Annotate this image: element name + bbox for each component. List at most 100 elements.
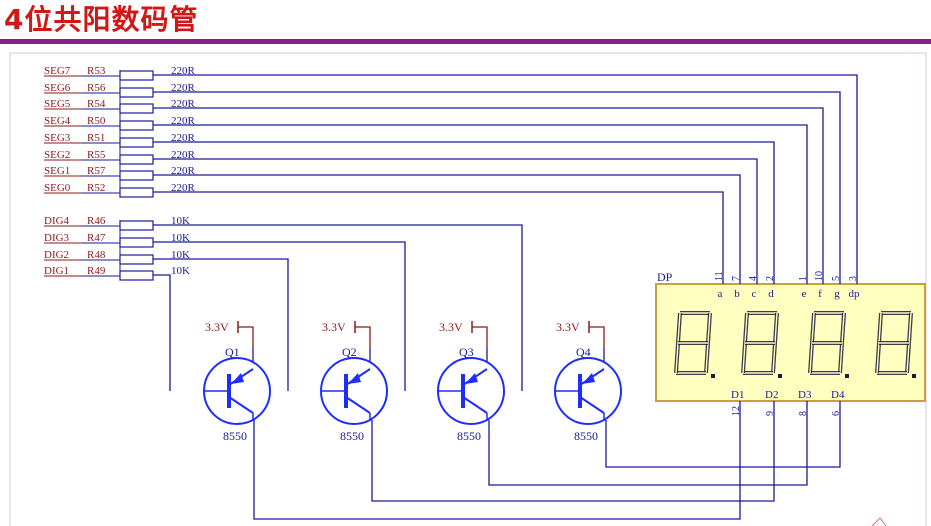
resistor-ref: R54 bbox=[87, 98, 106, 110]
digit-segment-inner bbox=[841, 312, 845, 344]
segment-wire bbox=[153, 191, 724, 284]
digit-common-wire bbox=[605, 401, 841, 468]
segment-pin-number: 11 bbox=[714, 271, 725, 281]
digit-segment-inner bbox=[772, 342, 776, 374]
segment-pin-number: 3 bbox=[848, 276, 859, 281]
net-label: SEG3 bbox=[44, 132, 71, 144]
digit-pin-label: D4 bbox=[831, 389, 845, 401]
resistor-value: 220R bbox=[171, 132, 196, 144]
emitter-arrow bbox=[231, 373, 244, 384]
digit-pin-label: D1 bbox=[731, 389, 744, 401]
digit-pin-label: D3 bbox=[798, 389, 812, 401]
resistor-body bbox=[119, 270, 154, 281]
segment-pin-number: 4 bbox=[748, 276, 759, 281]
resistor-body bbox=[119, 70, 154, 81]
supply-label: 3.3V bbox=[439, 320, 463, 334]
digit-common-wire bbox=[488, 401, 808, 486]
resistor-ref: R56 bbox=[87, 82, 106, 94]
segment-pin-label: f bbox=[818, 288, 822, 300]
net-label: SEG6 bbox=[44, 82, 71, 94]
resistor-ref: R47 bbox=[87, 232, 106, 244]
resistor-value: 10K bbox=[171, 232, 190, 244]
supply-rail bbox=[472, 326, 488, 348]
segment-pin-label: d bbox=[768, 288, 774, 300]
resistor-value: 220R bbox=[171, 82, 196, 94]
title-rule bbox=[0, 39, 931, 44]
supply-label: 3.3V bbox=[205, 320, 229, 334]
digit-dp bbox=[845, 374, 849, 378]
page-title: 4位共阳数码管 bbox=[4, 3, 199, 36]
wires bbox=[153, 74, 858, 520]
collector-leg bbox=[345, 396, 371, 414]
digit-segment-inner bbox=[811, 312, 815, 344]
digit-glyphs bbox=[674, 311, 916, 378]
digit-segment-inner bbox=[774, 312, 778, 344]
digit-segment-inner bbox=[906, 342, 910, 374]
resistor-ref: R49 bbox=[87, 265, 106, 277]
digit-segment-inner bbox=[707, 312, 711, 344]
digit-pin-number: 9 bbox=[765, 411, 776, 416]
digit-dp bbox=[912, 374, 916, 378]
digit-segment-inner bbox=[675, 342, 679, 374]
resistor-ref: R50 bbox=[87, 115, 106, 127]
segment-pin-label: g bbox=[834, 288, 840, 300]
digit-segment-inner bbox=[705, 342, 709, 374]
segment-pin-number: 10 bbox=[814, 271, 825, 281]
segment-pin-label: b bbox=[734, 288, 740, 300]
net-label: DIG1 bbox=[44, 265, 69, 277]
digit-segment-inner bbox=[839, 342, 843, 374]
segment-wire bbox=[153, 91, 841, 284]
net-label: DIG2 bbox=[44, 249, 69, 261]
transistor-ref: Q2 bbox=[342, 345, 357, 359]
resistor-body bbox=[119, 187, 154, 198]
segment-wire bbox=[153, 141, 775, 284]
resistor-value: 220R bbox=[171, 182, 196, 194]
corner-mark bbox=[871, 517, 887, 526]
resistor-body bbox=[119, 120, 154, 131]
net-label: SEG7 bbox=[44, 65, 71, 77]
segment-pin-label: c bbox=[752, 288, 757, 300]
net-label: SEG5 bbox=[44, 98, 71, 110]
net-label: SEG0 bbox=[44, 182, 71, 194]
transistor-type: 8550 bbox=[457, 429, 481, 443]
resistor-array bbox=[119, 70, 154, 281]
resistor-value: 220R bbox=[171, 149, 196, 161]
digit-segment-inner bbox=[744, 312, 748, 344]
digit-pin-number: 8 bbox=[798, 411, 809, 416]
segment-pin-label: a bbox=[718, 288, 723, 300]
resistor-body bbox=[119, 137, 154, 148]
supply-rail bbox=[238, 326, 254, 348]
collector-leg bbox=[579, 396, 605, 414]
segment-wire bbox=[153, 124, 808, 284]
resistor-ref: R53 bbox=[87, 65, 106, 77]
emitter-arrow bbox=[465, 373, 478, 384]
net-label: DIG3 bbox=[44, 232, 70, 244]
resistor-ref: R46 bbox=[87, 215, 106, 227]
net-label: SEG2 bbox=[44, 149, 70, 161]
digit-base-wire bbox=[153, 274, 171, 391]
resistor-value: 10K bbox=[171, 215, 190, 227]
collector-leg bbox=[462, 396, 488, 414]
transistor-ref: Q4 bbox=[576, 345, 591, 359]
segment-pin-label: e bbox=[802, 288, 807, 300]
transistor-type: 8550 bbox=[223, 429, 247, 443]
transistor-type: 8550 bbox=[574, 429, 598, 443]
digit-base-wire bbox=[153, 241, 406, 391]
resistor-value: 10K bbox=[171, 265, 190, 277]
segment-pin-label: dp bbox=[849, 288, 861, 300]
segment-wire bbox=[153, 174, 741, 284]
digit-segment-inner bbox=[677, 312, 681, 344]
resistor-ref: R55 bbox=[87, 149, 106, 161]
segment-wire bbox=[153, 74, 858, 284]
digit-segment-inner bbox=[878, 312, 882, 344]
resistor-body bbox=[119, 154, 154, 165]
digit-segment-inner bbox=[876, 342, 880, 374]
supply-rail bbox=[589, 326, 605, 348]
resistor-value: 10K bbox=[171, 249, 190, 261]
resistor-value: 220R bbox=[171, 98, 196, 110]
net-label: DIG4 bbox=[44, 215, 70, 227]
digit-dp bbox=[778, 374, 782, 378]
